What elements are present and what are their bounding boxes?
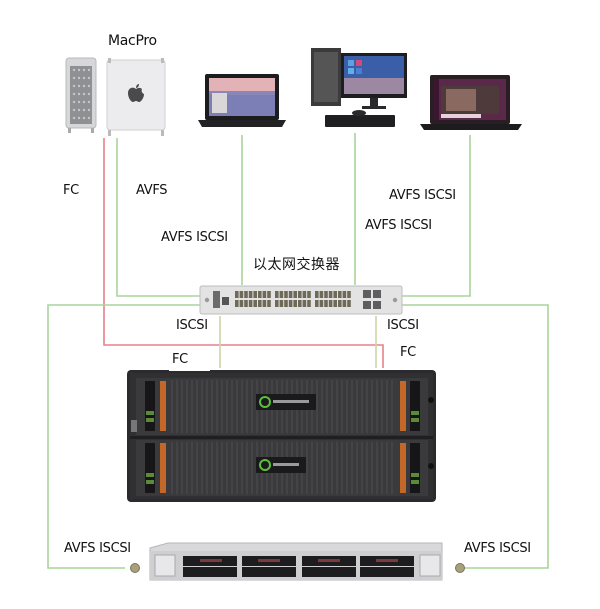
switch-port (239, 291, 244, 298)
switch-port (338, 291, 342, 298)
switch-port (307, 291, 311, 298)
switch-port (244, 291, 248, 298)
storage-logo-icon (259, 459, 271, 471)
fc-label-storage-right: FC (399, 345, 417, 360)
switch-port (315, 300, 319, 307)
switch-port (347, 300, 351, 307)
link-switch-server-left (47, 304, 200, 569)
switch-port (298, 300, 302, 307)
avfs-iscsi-label-laptop1: AVFS ISCSI (160, 230, 229, 245)
switch-port (279, 291, 284, 298)
mac-pro-icon (106, 58, 166, 136)
storage-array-icon (127, 370, 436, 502)
macpro-label: MacPro (107, 33, 158, 49)
mac-pro-tower-icon (65, 57, 97, 133)
avfs-iscsi-label-desktop: AVFS ISCSI (364, 218, 433, 233)
avfs-link-macpro-switch (116, 138, 200, 297)
switch-port (235, 300, 239, 307)
switch-port (262, 300, 267, 307)
iscsi-label-left: ISCSI (175, 318, 209, 333)
switch-port (288, 300, 293, 307)
switch-port (328, 291, 333, 298)
switch-port (262, 291, 267, 298)
switch-port (284, 291, 288, 298)
switch-port (307, 300, 311, 307)
apple-logo-icon (128, 84, 144, 102)
switch-port (284, 300, 288, 307)
switch-port (347, 291, 351, 298)
switch-port (302, 291, 307, 298)
switch-port (275, 291, 279, 298)
switch-port (293, 300, 297, 307)
link-laptop2-switch (401, 135, 471, 297)
switch-port (324, 300, 328, 307)
avfs-iscsi-label-laptop2: AVFS ISCSI (388, 188, 457, 203)
switch-port (239, 300, 244, 307)
switch-port (253, 300, 257, 307)
switch-port (248, 291, 253, 298)
rack-server-icon (130, 542, 465, 581)
switch-port (279, 300, 284, 307)
switch-port (298, 291, 302, 298)
switch-port (315, 291, 319, 298)
switch-port (319, 291, 324, 298)
fc-link-macpro-storage (103, 138, 384, 368)
avfs-label-macpro: AVFS (135, 183, 169, 198)
switch-port (333, 291, 337, 298)
switch-port (342, 300, 347, 307)
network-switch-icon (199, 285, 403, 315)
switch-port (288, 291, 293, 298)
laptop-icon (198, 74, 286, 127)
storage-logo-icon (259, 396, 271, 408)
avfs-iscsi-label-server-right: AVFS ISCSI (463, 541, 532, 556)
switch-port (235, 291, 239, 298)
switch-label: 以太网交换器 (252, 257, 341, 273)
switch-port (275, 300, 279, 307)
switch-port (248, 300, 253, 307)
switch-port (267, 300, 271, 307)
fc-label-macpro: FC (62, 183, 80, 198)
switch-port (328, 300, 333, 307)
switch-port (319, 300, 324, 307)
switch-port (333, 300, 337, 307)
switch-port (244, 300, 248, 307)
switch-port (258, 300, 262, 307)
switch-port (267, 291, 271, 298)
switch-port (302, 300, 307, 307)
link-switch-server-right (401, 304, 549, 569)
avfs-iscsi-label-server-left: AVFS ISCSI (63, 541, 132, 556)
fc-label-storage-left: FC (169, 352, 210, 371)
laptop-icon (420, 75, 522, 130)
switch-port (338, 300, 342, 307)
switch-port (253, 291, 257, 298)
desktop-pc-icon (311, 48, 407, 127)
switch-port (258, 291, 262, 298)
iscsi-label-right: ISCSI (386, 318, 420, 333)
switch-port (293, 291, 297, 298)
switch-port (342, 291, 347, 298)
switch-port (324, 291, 328, 298)
